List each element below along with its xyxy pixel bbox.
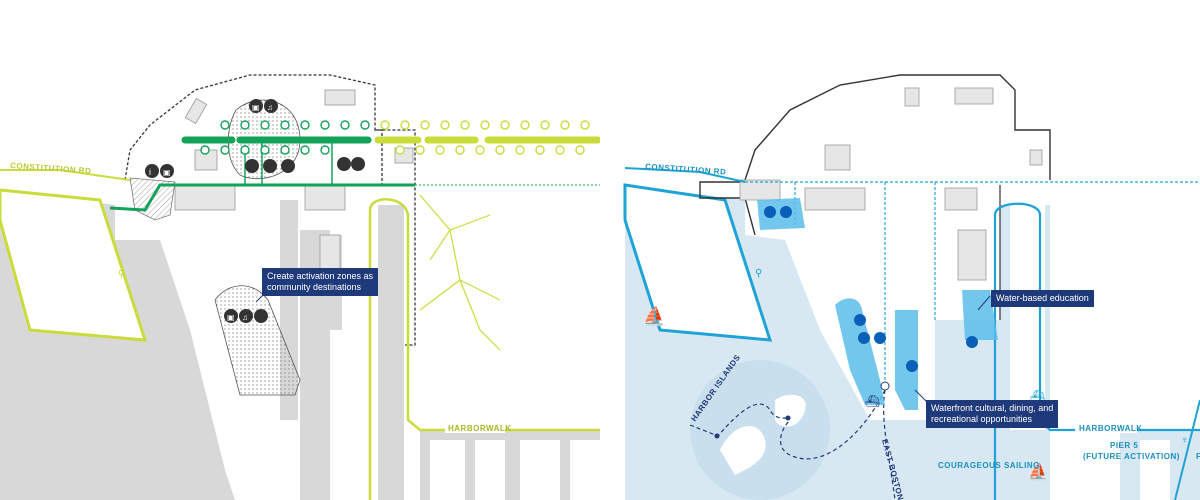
right-pier-1 xyxy=(915,200,935,420)
tree-marker xyxy=(220,120,230,130)
map-divider xyxy=(600,0,625,500)
tree-marker xyxy=(500,120,510,130)
right-callout-pointer-2 xyxy=(914,389,928,403)
left-green-path xyxy=(109,136,415,212)
tree-marker xyxy=(535,145,545,155)
left-buildings xyxy=(174,89,414,276)
tree-marker xyxy=(420,120,430,130)
left-site-boundary xyxy=(124,74,416,346)
callout-water-education: Water-based education xyxy=(991,290,1094,307)
ferry-icon-1: ⛴ xyxy=(865,394,880,408)
right-label-pier5: PIER 5 xyxy=(1110,441,1138,450)
tree-marker xyxy=(495,145,505,155)
tree-marker xyxy=(515,145,525,155)
tree-marker xyxy=(380,120,390,130)
left-bike-icon: ⚲ xyxy=(118,269,125,280)
tree-marker xyxy=(340,120,350,130)
tree-marker xyxy=(435,145,445,155)
tree-marker xyxy=(580,120,590,130)
right-harborwalk-bg xyxy=(1075,421,1137,433)
tree-marker xyxy=(415,145,425,155)
tree-marker xyxy=(220,145,230,155)
island-2 xyxy=(775,394,806,427)
tree-marker xyxy=(260,120,270,130)
tree-marker xyxy=(320,145,330,155)
svg-text:▣: ▣ xyxy=(252,103,260,112)
left-icons-cluster-1: i ▣ xyxy=(145,164,174,178)
tree-marker xyxy=(440,120,450,130)
right-bike-icon: ⚲ xyxy=(755,268,762,279)
island-1 xyxy=(720,426,766,475)
svg-text:▣: ▣ xyxy=(227,313,235,322)
tree-marker xyxy=(560,120,570,130)
tree-marker xyxy=(555,145,565,155)
tree-marker xyxy=(480,120,490,130)
tree-marker xyxy=(360,120,370,130)
left-harborwalk-bg xyxy=(445,421,505,433)
tree-marker xyxy=(280,120,290,130)
tree-marker xyxy=(320,120,330,130)
right-blue-routes xyxy=(624,167,1200,500)
tree-marker xyxy=(540,120,550,130)
svg-text:i: i xyxy=(149,167,151,177)
right-callout-pointer-1 xyxy=(977,295,991,311)
tree-marker xyxy=(280,145,290,155)
tree-marker xyxy=(240,145,250,155)
right-land-lower xyxy=(1050,430,1120,500)
right-label-constitution-rd: CONSTITUTION RD xyxy=(645,162,727,177)
left-parcel-outline xyxy=(0,188,148,342)
left-tree-markers xyxy=(200,120,590,155)
tree-marker xyxy=(200,145,210,155)
svg-text:♫: ♫ xyxy=(267,103,273,112)
tree-marker xyxy=(260,145,270,155)
sailboat-icon-2: ⛵ xyxy=(1028,462,1048,481)
tree-marker xyxy=(240,120,250,130)
callout-activation-zones: Create activation zones as community des… xyxy=(262,268,379,296)
left-map: ⚲ i ▣ ▣ ♫ ▣ ♫ CONSTITUTION RD HARBORWALK xyxy=(0,74,602,500)
right-buildings xyxy=(739,87,1043,281)
tree-marker xyxy=(475,145,485,155)
left-site-boundary-2 xyxy=(375,129,383,185)
right-label-courageous-sailing: COURAGEOUS SAILING xyxy=(938,461,1040,470)
svg-text:▣: ▣ xyxy=(163,168,171,177)
right-label-edge: F xyxy=(1196,452,1200,461)
left-lime-path xyxy=(0,136,602,500)
callout-waterfront-opportunities: Waterfront cultural, dining, and recreat… xyxy=(926,400,1059,428)
right-site-boundary-2 xyxy=(699,181,756,236)
right-label-pier5-sub: (FUTURE ACTIVATION) xyxy=(1083,452,1180,461)
left-lower-land xyxy=(430,440,600,500)
right-site-boundary xyxy=(744,74,1051,181)
right-label-harborwalk: HARBORWALK xyxy=(1079,424,1143,433)
left-icons-cluster-3 xyxy=(245,157,365,173)
tree-marker xyxy=(400,120,410,130)
tree-marker xyxy=(395,145,405,155)
left-label-constitution-rd: CONSTITUTION RD xyxy=(10,161,92,176)
harbor-islands-circle xyxy=(690,360,830,500)
left-label-harborwalk: HARBORWALK xyxy=(448,424,512,433)
left-icons-cluster-2: ▣ ♫ xyxy=(249,99,278,113)
tree-marker xyxy=(575,145,585,155)
left-icons-cluster-4: ▣ ♫ xyxy=(224,309,268,323)
ferry-icon-2: ⛴ xyxy=(1030,389,1045,403)
tree-marker xyxy=(460,120,470,130)
tree-marker xyxy=(520,120,530,130)
right-land-lower-2 xyxy=(1140,440,1170,500)
right-zone-icons xyxy=(764,206,978,391)
sailboat-icon-1: ⛵ xyxy=(643,305,665,326)
svg-text:♫: ♫ xyxy=(242,313,248,322)
right-utensils-icon: ♆ xyxy=(1181,435,1189,446)
left-pier-main xyxy=(378,205,404,500)
tree-marker xyxy=(455,145,465,155)
right-pier-2 xyxy=(1010,205,1045,430)
tree-marker xyxy=(300,145,310,155)
tree-marker xyxy=(300,120,310,130)
right-map: ⛵ ⛵ ⛴ ⛴ ⚲ ♆ CONSTITUTION RD HARBORWALK H… xyxy=(623,74,1200,500)
